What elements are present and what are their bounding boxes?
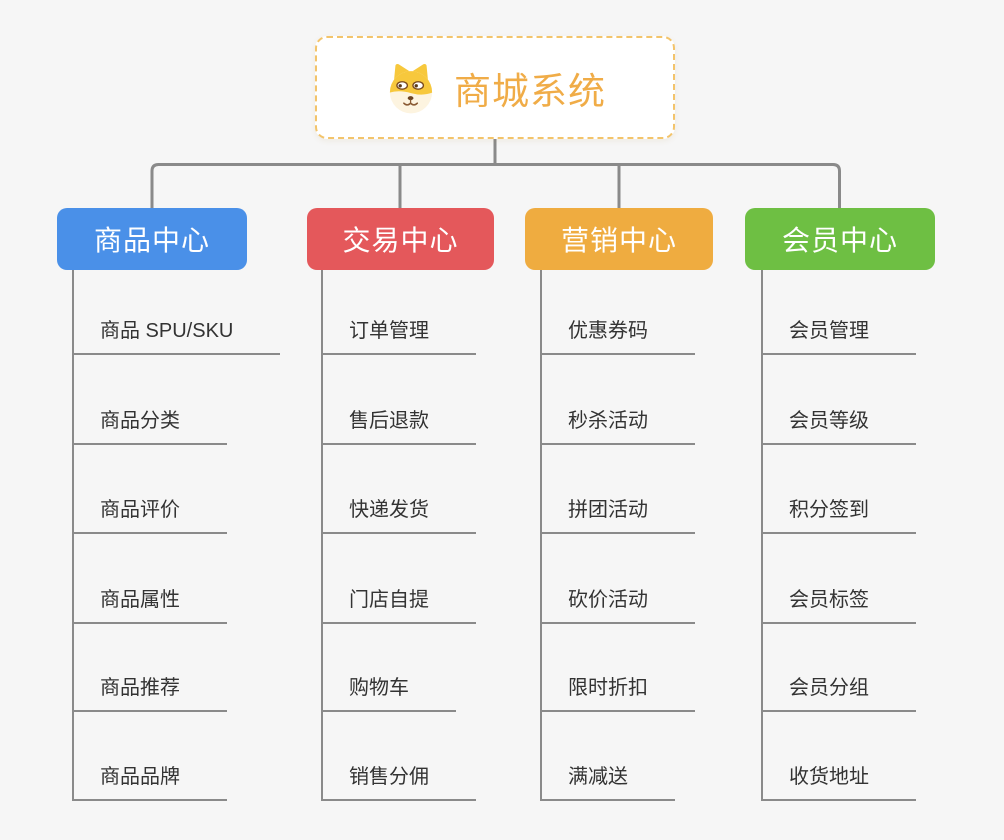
child-node[interactable]: 售后退款 <box>321 399 476 445</box>
child-node[interactable]: 会员等级 <box>761 399 916 445</box>
branch-node-marketing-center[interactable]: 营销中心 <box>525 208 713 270</box>
branch-node-member-center[interactable]: 会员中心 <box>745 208 935 270</box>
child-node[interactable]: 订单管理 <box>321 309 476 355</box>
root-node[interactable]: 商城系统 <box>315 36 675 139</box>
child-node[interactable]: 限时折扣 <box>540 666 695 712</box>
child-node[interactable]: 秒杀活动 <box>540 399 695 445</box>
child-node[interactable]: 商品推荐 <box>72 666 227 712</box>
child-node[interactable]: 积分签到 <box>761 488 916 534</box>
child-node[interactable]: 会员管理 <box>761 309 916 355</box>
child-node[interactable]: 满减送 <box>540 755 675 801</box>
child-node[interactable]: 商品 SPU/SKU <box>72 309 281 355</box>
child-node[interactable]: 商品分类 <box>72 399 227 445</box>
child-node[interactable]: 快递发货 <box>321 488 476 534</box>
child-node[interactable]: 会员标签 <box>761 578 916 624</box>
child-node[interactable]: 砍价活动 <box>540 578 695 624</box>
child-node[interactable]: 优惠券码 <box>540 309 695 355</box>
branch-node-trade-center[interactable]: 交易中心 <box>307 208 494 270</box>
dog-face-icon <box>384 61 438 115</box>
child-node[interactable]: 拼团活动 <box>540 488 695 534</box>
branch-node-product-center[interactable]: 商品中心 <box>57 208 247 270</box>
child-node[interactable]: 门店自提 <box>321 578 476 624</box>
child-node[interactable]: 商品评价 <box>72 488 227 534</box>
root-title: 商城系统 <box>454 70 606 112</box>
child-node[interactable]: 商品品牌 <box>72 755 227 801</box>
child-node[interactable]: 商品属性 <box>72 578 227 624</box>
child-node[interactable]: 销售分佣 <box>321 755 476 801</box>
child-node[interactable]: 收货地址 <box>761 755 916 801</box>
child-node[interactable]: 会员分组 <box>761 666 916 712</box>
child-node[interactable]: 购物车 <box>321 666 456 712</box>
